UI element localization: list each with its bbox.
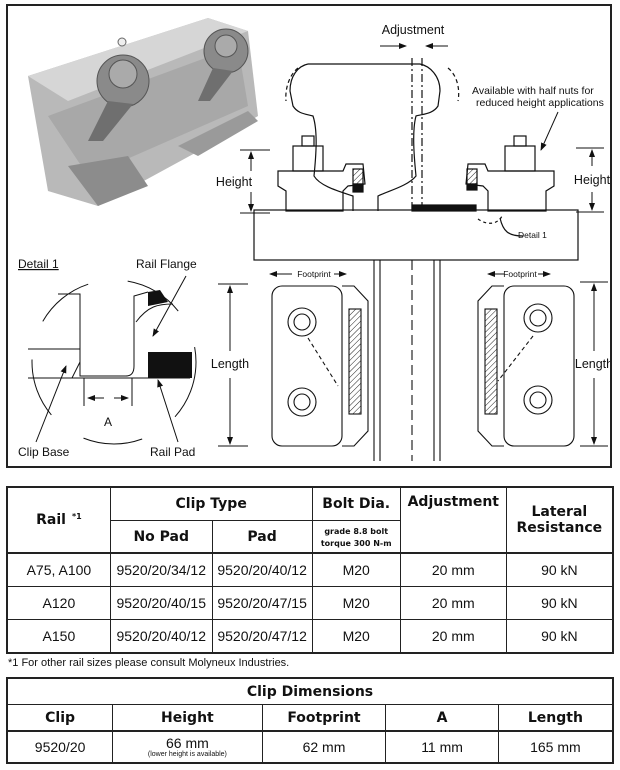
cell-bolt: M20 xyxy=(311,619,401,654)
cell-rail: A75, A100 xyxy=(6,552,111,587)
rail-elevation xyxy=(253,58,579,261)
cell-pad: 9520/20/40/12 xyxy=(211,552,313,587)
header-pad: Pad xyxy=(211,520,313,554)
table-row: 9520/20 66 mm(lower height is available)… xyxy=(6,730,614,764)
rail-clip-drawing: Adjustment Height Height Available with … xyxy=(18,18,613,461)
cell-height: 66 mm(lower height is available) xyxy=(112,730,263,764)
height-label-left: Height xyxy=(216,175,253,189)
cell-pad: 9520/20/47/12 xyxy=(211,619,313,654)
dims-title: Clip Dimensions xyxy=(6,677,614,705)
cell-no-pad: 9520/20/40/15 xyxy=(109,586,213,620)
cell-clip: 9520/20 xyxy=(6,730,114,764)
half-nuts-note-2: reduced height applications xyxy=(476,97,604,109)
header-clip-type: Clip Type xyxy=(109,486,313,521)
cell-lateral: 90 kN xyxy=(505,552,614,587)
cell-pad: 9520/20/47/15 xyxy=(211,586,313,620)
header-clip: Clip xyxy=(6,704,114,732)
footnote: *1 For other rail sizes please consult M… xyxy=(8,657,290,669)
footprint-label-left: Footprint xyxy=(297,269,331,279)
cell-footprint: 62 mm xyxy=(261,730,387,764)
rail-footnote-marker: *1 xyxy=(71,512,82,521)
plan-view xyxy=(271,260,575,461)
cell-no-pad: 9520/20/40/12 xyxy=(109,619,213,654)
detail-1-drawing: Detail 1 A Rail Flange Clip Base Rail Pa… xyxy=(18,257,197,459)
clip-photo xyxy=(28,18,258,206)
cell-a: 11 mm xyxy=(385,730,499,764)
detail-1-callout: Detail 1 xyxy=(518,230,547,240)
cell-adjustment: 20 mm xyxy=(399,586,507,620)
cell-length: 165 mm xyxy=(497,730,614,764)
header-bolt-dia: Bolt Dia. xyxy=(311,486,401,521)
header-adjustment: Adjustment xyxy=(399,486,507,554)
cell-lateral: 90 kN xyxy=(505,619,614,654)
length-label-right: Length xyxy=(575,357,610,371)
cell-bolt: M20 xyxy=(311,552,401,587)
clip-base-label: Clip Base xyxy=(18,445,70,459)
table-row: A120 9520/20/40/15 9520/20/47/15 M20 20 … xyxy=(6,586,614,620)
half-nuts-note-1: Available with half nuts for xyxy=(472,85,594,97)
length-label-left: Length xyxy=(211,357,249,371)
adjustment-label: Adjustment xyxy=(382,23,445,37)
dimension-a-label: A xyxy=(104,415,112,429)
rail-flange-label: Rail Flange xyxy=(136,257,197,271)
header-footprint: Footprint xyxy=(261,704,387,732)
cell-lateral: 90 kN xyxy=(505,586,614,620)
header-rail: Rail*1 xyxy=(6,486,111,554)
cell-rail: A150 xyxy=(6,619,111,654)
clip-dimensions-table: Clip Dimensions Clip Height Footprint A … xyxy=(6,677,614,764)
header-height: Height xyxy=(112,704,263,732)
cell-rail: A120 xyxy=(6,586,111,620)
cell-adjustment: 20 mm xyxy=(399,619,507,654)
clip-spec-table: Rail*1 Clip Type Bolt Dia. Adjustment La… xyxy=(6,486,614,654)
height-note: (lower height is available) xyxy=(147,751,227,758)
table-row: A150 9520/20/40/12 9520/20/47/12 M20 20 … xyxy=(6,619,614,654)
header-a: A xyxy=(385,704,499,732)
header-length: Length xyxy=(497,704,614,732)
header-no-pad: No Pad xyxy=(109,520,213,554)
table-row: A75, A100 9520/20/34/12 9520/20/40/12 M2… xyxy=(6,552,614,587)
height-label-right: Height xyxy=(574,173,610,187)
diagram-panel: Adjustment Height Height Available with … xyxy=(6,4,613,468)
rail-pad-label: Rail Pad xyxy=(150,445,195,459)
cell-bolt: M20 xyxy=(311,586,401,620)
footprint-label-right: Footprint xyxy=(503,269,537,279)
detail-title: Detail 1 xyxy=(18,257,59,271)
cell-no-pad: 9520/20/34/12 xyxy=(109,552,213,587)
cell-adjustment: 20 mm xyxy=(399,552,507,587)
